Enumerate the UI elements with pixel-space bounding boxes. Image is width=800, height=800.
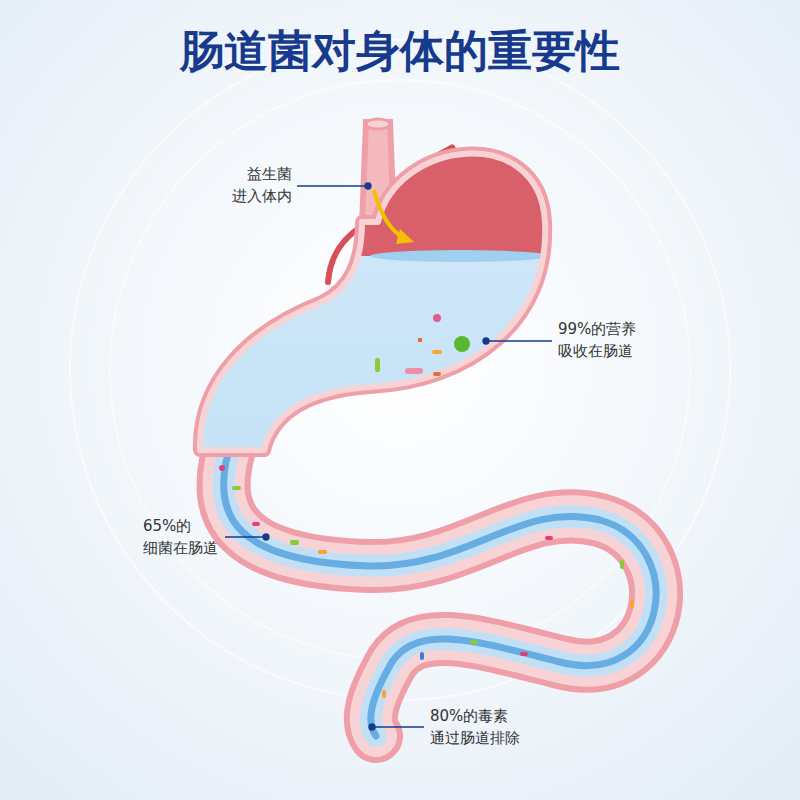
callout-label: 99%的营养 吸收在肠道 — [558, 319, 642, 363]
callout-label: 65%的 细菌在肠道 — [143, 516, 227, 560]
callout-label: 80%的毒素 通过肠道排除 — [430, 706, 529, 750]
callout-label: 益生菌 进入体内 — [226, 164, 292, 208]
title: 肠道菌对身体的重要性 — [0, 22, 800, 81]
